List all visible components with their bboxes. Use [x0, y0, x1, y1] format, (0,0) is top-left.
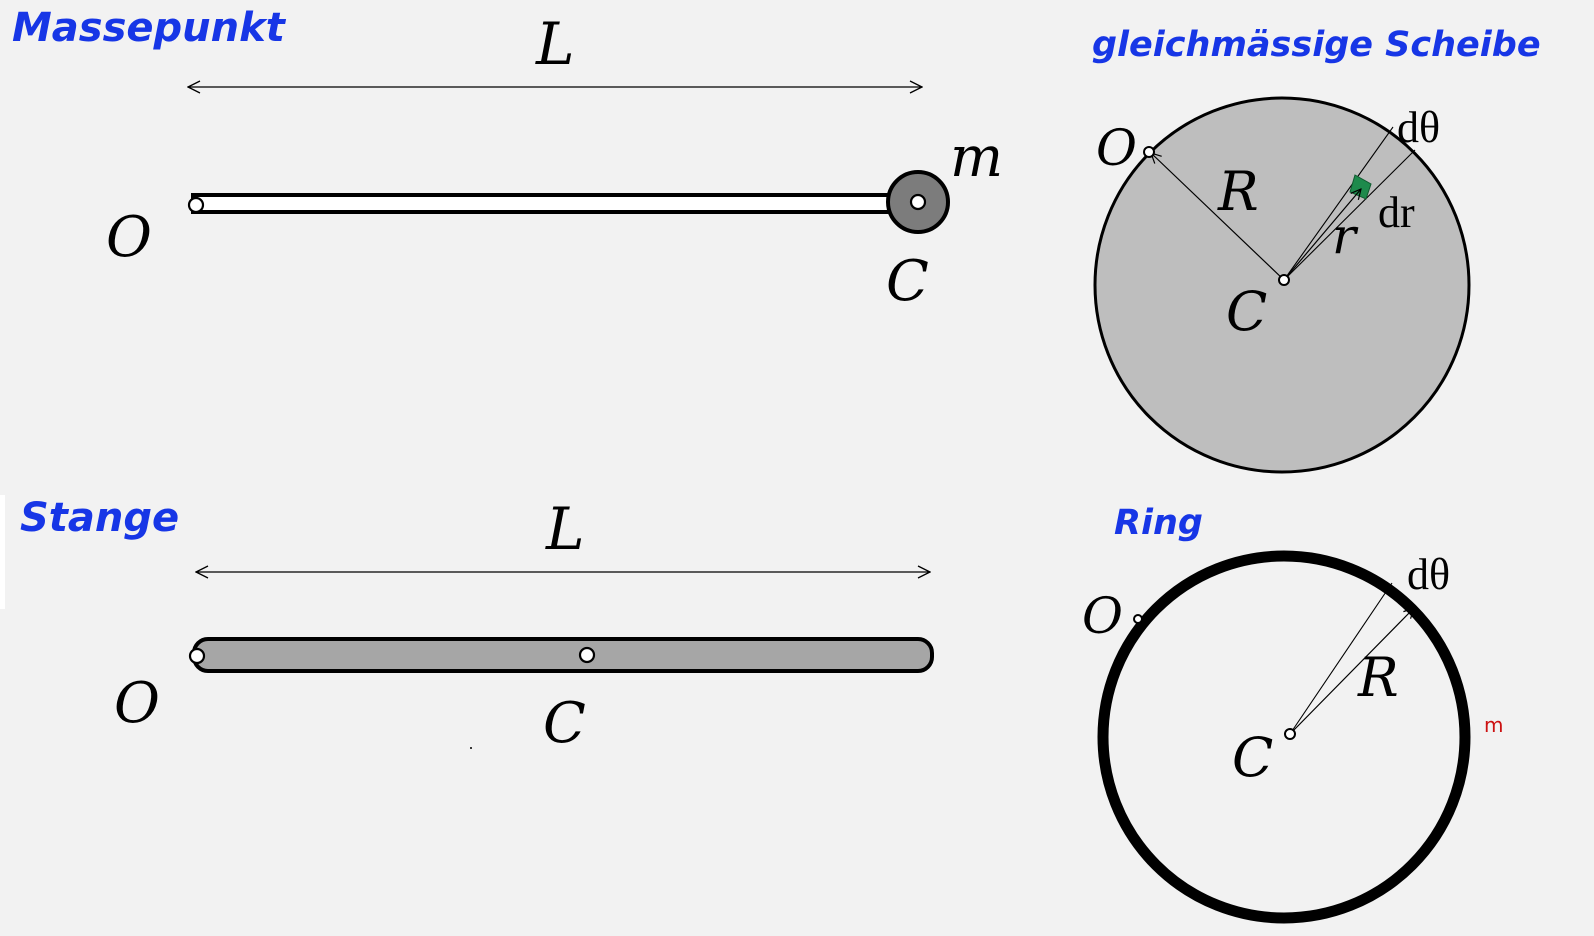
pivot-label: O — [106, 205, 152, 270]
heading-ring: Ring — [1114, 503, 1203, 543]
uniform-rod — [192, 637, 934, 673]
heading-stange: Stange — [20, 495, 180, 541]
small-radius-arrow — [1283, 189, 1361, 281]
center-point — [1278, 274, 1290, 286]
pivot-point — [188, 647, 206, 665]
rod-diagram: L O C — [114, 495, 934, 756]
center-label: C — [543, 691, 586, 756]
left-edge-strip — [0, 495, 5, 609]
pivot-point — [1133, 614, 1143, 624]
angle-element-label: dθ — [1397, 103, 1440, 152]
radial-element-symbol: r — [1400, 188, 1415, 237]
radius-line — [1151, 153, 1285, 281]
center-point — [578, 646, 596, 664]
pivot-point — [187, 196, 205, 214]
length-label: L — [535, 10, 575, 78]
radius-label: R — [1217, 160, 1259, 223]
pivot-label: O — [114, 671, 160, 736]
mass-label: m — [950, 125, 1003, 190]
radial-element-label: dr — [1378, 188, 1415, 237]
center-label: C — [886, 249, 929, 314]
pivot-label: O — [1082, 587, 1123, 645]
center-label: C — [1232, 726, 1273, 789]
pivot-label: O — [1096, 119, 1137, 177]
center-point — [1284, 728, 1296, 740]
ring-mass-label: m — [1484, 713, 1503, 737]
mass-center-point — [909, 193, 927, 211]
heading-massepunkt: Massepunkt — [12, 5, 285, 51]
angle-element-label: dθ — [1407, 550, 1450, 599]
stray-dot — [470, 747, 472, 749]
sector-edge-line — [1283, 149, 1416, 281]
small-radius-label: r — [1332, 207, 1359, 265]
radius-label: R — [1357, 646, 1399, 709]
angle-element-symbol: θ — [1419, 103, 1440, 152]
heading-scheibe: gleichmässige Scheibe — [1092, 25, 1541, 65]
angle-element-d: d — [1407, 550, 1429, 599]
sector-edge-line — [1283, 126, 1394, 281]
ring-radius-arrow — [1289, 608, 1414, 735]
point-mass-diagram: L O m C — [106, 10, 1003, 314]
sector-edge-line — [1289, 582, 1393, 735]
pivot-point — [1143, 146, 1155, 158]
disk-diagram: O R C r dθ dr — [1093, 96, 1471, 474]
ring-diagram: O R C dθ m — [1082, 550, 1503, 924]
angle-element-d: d — [1397, 103, 1419, 152]
angle-element-symbol: θ — [1429, 550, 1450, 599]
center-label: C — [1226, 280, 1267, 343]
massless-rod — [191, 193, 893, 214]
thin-ring — [1097, 550, 1471, 924]
length-label: L — [545, 495, 585, 563]
radial-element-d: d — [1378, 188, 1400, 237]
